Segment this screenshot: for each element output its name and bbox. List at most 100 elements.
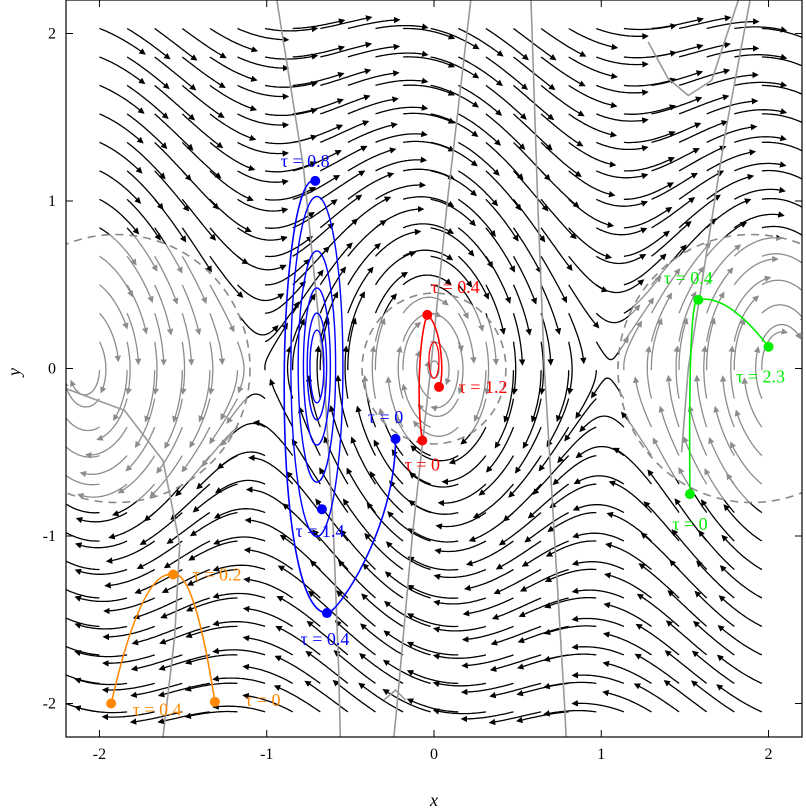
streamline bbox=[265, 211, 315, 229]
streamline bbox=[292, 293, 316, 342]
streamline bbox=[568, 170, 616, 198]
streamline bbox=[490, 625, 542, 646]
streamline bbox=[457, 198, 496, 238]
streamline bbox=[678, 194, 721, 229]
streamline bbox=[359, 653, 404, 684]
streamline bbox=[485, 84, 527, 120]
streamline bbox=[360, 623, 404, 656]
streamline bbox=[402, 168, 455, 180]
streamline bbox=[212, 620, 266, 628]
streamline bbox=[264, 322, 289, 371]
streamline bbox=[460, 711, 514, 723]
streamline bbox=[237, 84, 290, 100]
streamline bbox=[430, 56, 480, 79]
streamline bbox=[161, 568, 211, 593]
streamline bbox=[571, 671, 625, 685]
streamline bbox=[406, 670, 459, 685]
streamline bbox=[540, 227, 573, 272]
streamline bbox=[346, 467, 377, 514]
trajectory-point bbox=[684, 489, 695, 500]
streamline bbox=[540, 170, 580, 208]
streamline bbox=[485, 227, 515, 273]
streamline bbox=[237, 284, 285, 302]
streamline bbox=[292, 150, 342, 172]
streamline bbox=[596, 198, 649, 207]
streamline bbox=[66, 617, 100, 628]
tau-label: τ = 0.4 bbox=[431, 277, 480, 297]
streamline bbox=[458, 56, 503, 87]
streamline bbox=[540, 141, 582, 177]
streamline bbox=[596, 84, 649, 96]
streamline bbox=[407, 528, 459, 543]
streamline bbox=[623, 230, 670, 257]
streamline bbox=[188, 540, 238, 561]
streamline bbox=[129, 711, 183, 725]
streamline bbox=[347, 147, 397, 172]
streamline bbox=[568, 27, 619, 51]
streamline bbox=[485, 170, 522, 211]
streamline bbox=[430, 255, 473, 288]
streamline bbox=[186, 568, 238, 586]
streamline bbox=[170, 483, 211, 521]
streamline bbox=[734, 108, 788, 115]
streamline bbox=[154, 84, 196, 121]
streamline bbox=[494, 398, 515, 449]
streamline bbox=[602, 660, 652, 684]
streamline bbox=[264, 107, 318, 117]
streamline bbox=[485, 198, 519, 242]
streamline bbox=[209, 56, 258, 82]
streamline bbox=[579, 415, 625, 433]
streamline bbox=[126, 113, 168, 150]
streamline bbox=[74, 568, 128, 575]
trajectory-point bbox=[417, 435, 428, 446]
streamline bbox=[366, 502, 404, 542]
basin-boundaries bbox=[66, 233, 802, 504]
streamline bbox=[269, 378, 294, 428]
streamline bbox=[243, 546, 294, 571]
streamline bbox=[573, 475, 625, 485]
streamline bbox=[693, 620, 735, 656]
streamline bbox=[333, 650, 376, 684]
streamline bbox=[160, 597, 211, 619]
streamline bbox=[369, 470, 404, 514]
tau-label: τ = 0 bbox=[672, 514, 707, 534]
streamline bbox=[74, 649, 128, 658]
streamline bbox=[347, 96, 399, 115]
streamline bbox=[485, 56, 529, 90]
tau-label: τ = 0.4 bbox=[664, 268, 713, 288]
tau-label: τ = 0.4 bbox=[301, 629, 350, 649]
streamline bbox=[706, 198, 752, 229]
streamline bbox=[518, 597, 569, 618]
streamline bbox=[74, 705, 128, 714]
streamline bbox=[430, 113, 479, 137]
streamline bbox=[651, 172, 698, 200]
streamline bbox=[458, 84, 503, 116]
streamline bbox=[478, 455, 515, 496]
streamline bbox=[320, 15, 373, 30]
streamline bbox=[264, 25, 319, 33]
streamline bbox=[568, 227, 613, 260]
streamline bbox=[596, 113, 649, 124]
streamline bbox=[540, 84, 585, 117]
streamline bbox=[433, 625, 487, 633]
streamline bbox=[698, 529, 735, 570]
streamline bbox=[512, 284, 532, 336]
streamline bbox=[362, 563, 404, 599]
streamline bbox=[734, 161, 787, 172]
streamline bbox=[342, 345, 349, 399]
streamline bbox=[651, 220, 692, 257]
streamline bbox=[761, 27, 802, 39]
streamline bbox=[347, 243, 381, 286]
streamline bbox=[430, 170, 477, 197]
streamline bbox=[465, 540, 514, 567]
streamline bbox=[292, 124, 344, 144]
streamline bbox=[306, 620, 349, 656]
streamline bbox=[237, 27, 290, 43]
streamline bbox=[546, 398, 570, 448]
streamline bbox=[434, 540, 487, 555]
streamline bbox=[320, 94, 371, 115]
streamline bbox=[364, 532, 404, 571]
streamline bbox=[544, 568, 597, 582]
streamline bbox=[530, 370, 542, 423]
